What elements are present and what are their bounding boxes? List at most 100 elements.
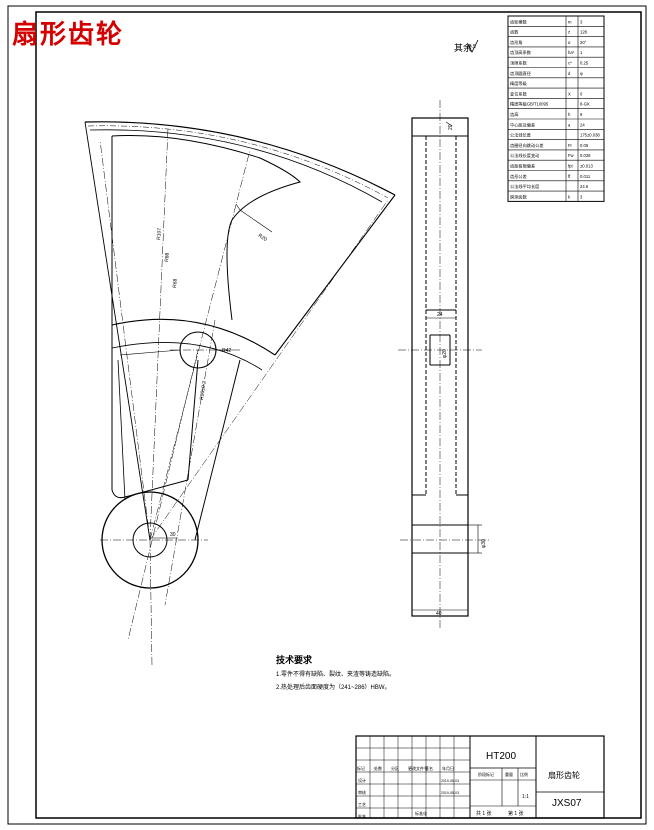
param-name: 公法线长度变动 xyxy=(510,152,539,159)
sheet-number: 第 1 张 xyxy=(508,810,524,817)
dim-r42: R42 xyxy=(222,348,231,354)
param-value: 3 xyxy=(580,19,583,24)
param-symbol: Fr xyxy=(568,143,573,148)
title-date: 2019-05-03 xyxy=(441,779,459,783)
title-role: 设计 xyxy=(358,777,366,783)
param-value: 1 xyxy=(580,50,583,55)
title-date: 2019-05-03 xyxy=(441,791,459,795)
param-symbol: d xyxy=(568,71,571,76)
param-name: 齿距极限偏差 xyxy=(510,163,535,170)
gear-parameter-table: 齿轮模数 m 3 齿数 z 128 齿形角 α 20° 齿顶高系数 ha* 1 顶隙系数 c* 0.25 齿顶… xyxy=(507,15,605,202)
tech-req-title: 技术要求 xyxy=(276,654,313,665)
front-view-dims: R107 R88 R68 R20 R42 R90±0.2 30 xyxy=(156,228,268,538)
param-symbol: Fw xyxy=(568,153,575,158)
param-symbol: α xyxy=(568,40,571,45)
param-value: 0.028 xyxy=(580,153,591,158)
dim-r20: R20 xyxy=(257,233,268,243)
param-name: 变位系数 xyxy=(510,90,528,97)
tech-req-item-2: 2.热处理后齿面硬度为（241~286）HBW。 xyxy=(276,683,391,691)
technical-requirements: 技术要求 1.零件不得有缺陷、裂纹、夹渣等铸造缺陷。 2.热处理后齿面硬度为（2… xyxy=(276,654,395,691)
part-name: 扇形齿轮 xyxy=(548,770,580,780)
inner-frame xyxy=(35,11,642,819)
title-role: 工艺 xyxy=(358,802,366,807)
overlay-title: 扇形齿轮 xyxy=(12,20,125,50)
param-value: 0.011 xyxy=(580,174,591,179)
param-value: φ xyxy=(580,71,583,76)
dim-r90: R90±0.2 xyxy=(199,381,208,401)
title-role: 审核 xyxy=(358,789,366,795)
param-symbol: ff xyxy=(568,174,571,179)
title-header: 分区 xyxy=(391,765,399,771)
scale-value: 1:1 xyxy=(522,794,529,800)
param-value: 128 xyxy=(580,30,588,35)
tech-req-item-1: 1.零件不得有缺陷、裂纹、夹渣等铸造缺陷。 xyxy=(276,670,395,678)
param-name: 齿轮模数 xyxy=(510,18,528,25)
roughness-label: 其余 xyxy=(454,42,472,53)
param-name: 齿形角 xyxy=(510,39,523,46)
dim-side-bottom: 40 xyxy=(436,611,442,617)
material-value: HT200 xyxy=(486,751,516,762)
param-symbol: X xyxy=(568,91,571,96)
param-name: 公法线长度 xyxy=(510,132,532,139)
param-symbol: h xyxy=(568,112,571,117)
param-value: ±0.013 xyxy=(580,164,593,169)
sheet-total: 共 1 张 xyxy=(476,810,492,817)
param-name: 中心距及偏差 xyxy=(510,121,535,128)
param-symbol: ha* xyxy=(568,50,575,55)
title-header: 标记 xyxy=(357,765,365,771)
roughness-mark: 其余 12.5 xyxy=(454,39,479,53)
dim-r88: R88 xyxy=(164,252,171,262)
title-role: 批准 xyxy=(358,813,366,819)
param-symbol: fpt xyxy=(568,164,573,169)
param-name: 公法线平均长度 xyxy=(510,183,540,190)
dim-r68: R68 xyxy=(172,278,179,288)
param-name: 齿顶高系数 xyxy=(510,49,532,56)
side-view-dims: 20 24 φ20 40 φ30 xyxy=(436,124,487,617)
param-value: 0.05 xyxy=(580,143,589,148)
title-header: 签名 xyxy=(425,765,433,771)
drawing-number: JXS07 xyxy=(552,798,582,809)
param-name: 齿形公差 xyxy=(510,173,527,180)
param-name: 跨测齿数 xyxy=(510,193,528,200)
param-value: 0 xyxy=(580,91,583,96)
dim-hub: 30 xyxy=(170,532,176,538)
param-symbol: m xyxy=(568,19,572,24)
param-name: 精度等级 xyxy=(510,80,528,87)
title-std: 标准化 xyxy=(415,810,427,816)
roughness-value: 12.5 xyxy=(466,44,476,50)
param-value: 3 xyxy=(580,194,583,199)
param-value: 20° xyxy=(580,40,587,45)
param-value: 9 xyxy=(580,112,583,117)
param-name: 精度等级GB/T10095 xyxy=(510,101,549,108)
col-weight: 重量 xyxy=(505,771,513,777)
param-name: 齿圈径向跳动公差 xyxy=(510,142,544,149)
dim-side-width: 24 xyxy=(437,312,443,318)
param-value: 24.6 xyxy=(580,184,589,189)
param-name: 齿高 xyxy=(510,111,518,118)
param-symbol: a xyxy=(568,122,571,127)
side-view xyxy=(398,100,490,630)
dim-side-hub: φ30 xyxy=(481,539,487,548)
front-view xyxy=(84,121,396,666)
col-stage: 阶段标记 xyxy=(478,771,494,777)
outer-frame xyxy=(7,5,647,825)
title-header: 年月日 xyxy=(442,765,454,771)
param-symbol: c* xyxy=(568,61,572,66)
param-name: 齿顶圆直径 xyxy=(510,70,531,77)
dim-side-bore: φ20 xyxy=(442,349,448,358)
dim-side-top: 20 xyxy=(448,124,454,130)
title-header: 处数 xyxy=(374,765,382,771)
param-value: 0.25 xyxy=(580,61,589,66)
param-name: 顶隙系数 xyxy=(510,60,528,67)
title-block-text: HT200 扇形齿轮 JXS07 阶段标记 重量 比例 1:1 共 1 张 第 … xyxy=(476,751,582,817)
dim-r107: R107 xyxy=(156,228,163,241)
param-symbol: z xyxy=(568,30,570,35)
param-symbol: k xyxy=(568,194,571,199)
param-value: 8-GK xyxy=(580,102,590,107)
param-value: 175±0.038 xyxy=(580,133,600,138)
title-header: 更改文件号 xyxy=(408,765,428,771)
col-scale: 比例 xyxy=(520,771,528,777)
param-name: 齿数 xyxy=(510,29,519,36)
